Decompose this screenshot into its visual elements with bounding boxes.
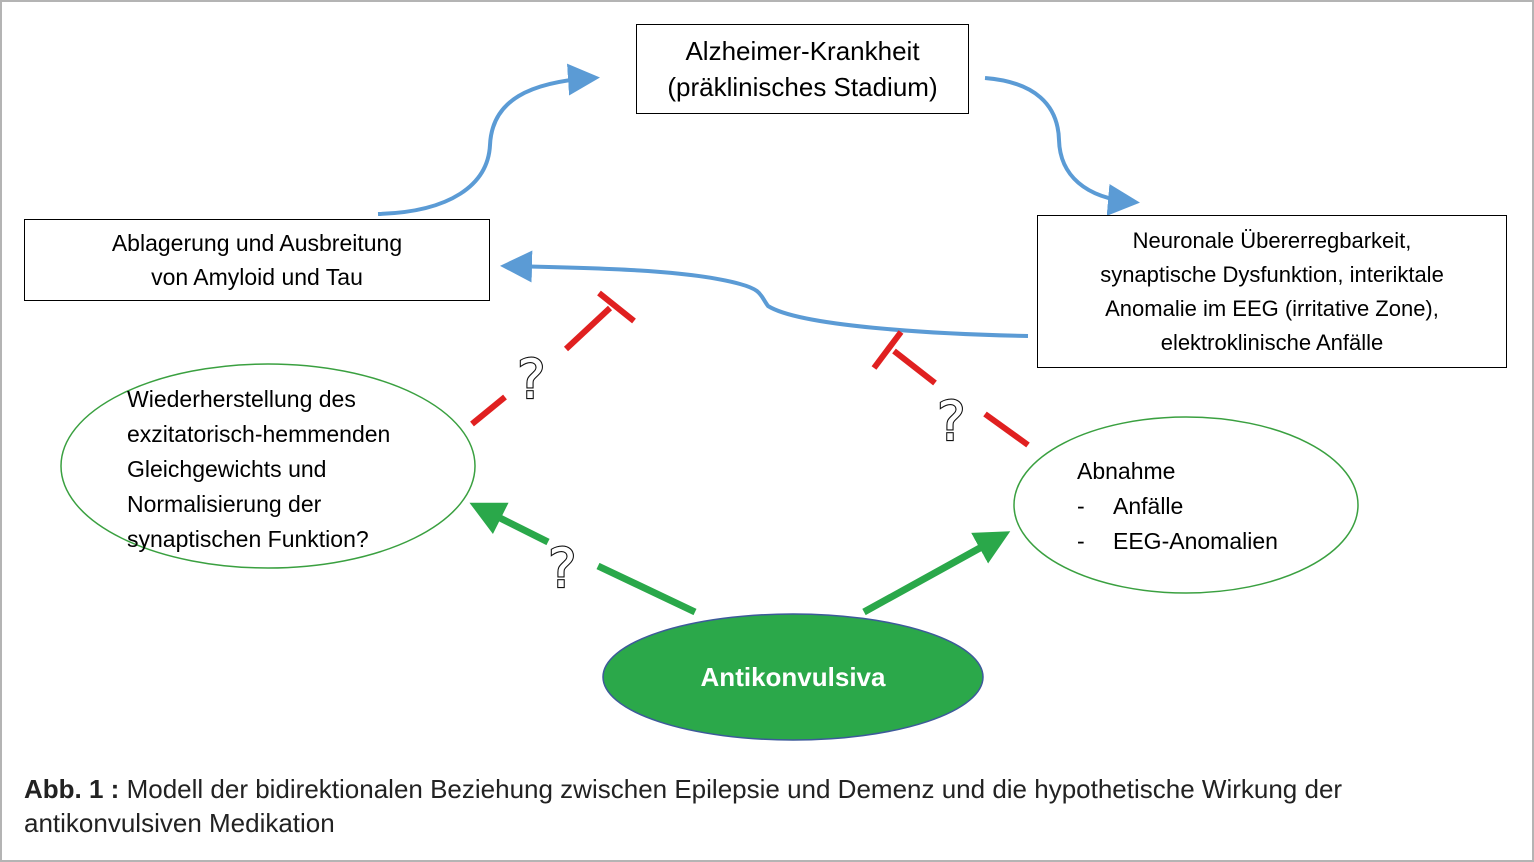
node-decrease-item: -EEG-Anomalien [1077, 524, 1278, 559]
node-restoration-line-4: Normalisierung der [127, 491, 322, 517]
arrow-antikonvulsiva-to-decrease [862, 531, 1011, 616]
arrow-alzheimer-to-neuronal [984, 76, 1140, 216]
node-neuronal-line-2: synaptische Dysfunktion, interiktale [1100, 261, 1444, 287]
caption-label: Abb. 1 : [24, 774, 120, 804]
node-restoration-text: Wiederherstellung des exzitatorisch-hemm… [127, 382, 390, 557]
question-mark-icon: ? [937, 390, 966, 453]
node-neuronal: Neuronale Übererregbarkeit, synaptische … [1037, 215, 1507, 368]
restoration-ellipse [60, 363, 476, 569]
arrow-neuronal-to-amyloid [500, 250, 1029, 338]
node-neuronal-line-3: Anomalie im EEG (irritative Zone), [1105, 295, 1439, 321]
node-neuronal-line-1: Neuronale Übererregbarkeit, [1132, 227, 1412, 253]
node-decrease-title: Abnahme [1077, 458, 1176, 484]
node-alzheimer: Alzheimer-Krankheit (präklinisches Stadi… [636, 24, 969, 114]
node-decrease-text: Abnahme -Anfälle -EEG-Anomalien [1077, 454, 1278, 559]
inhibition-left [470, 290, 636, 427]
node-restoration-line-1: Wiederherstellung des [127, 386, 356, 412]
question-mark-icon: ? [517, 348, 546, 411]
bullet-dash: - [1077, 528, 1085, 554]
node-restoration-line-3: Gleichgewichts und [127, 456, 327, 482]
node-decrease-item: -Anfälle [1077, 489, 1278, 524]
arrow-antikonvulsiva-to-restoration [486, 508, 697, 616]
node-alzheimer-line-1: Alzheimer-Krankheit [685, 36, 920, 66]
bullet-dash: - [1077, 493, 1085, 519]
node-restoration-line-2: exzitatorisch-hemmenden [127, 421, 391, 447]
inhibition-right [871, 330, 1030, 448]
node-amyloid-line-2: von Amyloid und Tau [151, 264, 363, 290]
figure-caption: Abb. 1 : Modell der bidirektionalen Bezi… [24, 772, 1484, 840]
arrow-head-restoration [469, 502, 509, 535]
antikonvulsiva-label: Antikonvulsiva [701, 662, 886, 692]
node-neuronal-line-4: elektroklinische Anfälle [1160, 329, 1384, 355]
node-alzheimer-line-2: (präklinisches Stadium) [667, 72, 938, 102]
node-restoration-line-5: synaptischen Funktion? [127, 526, 369, 552]
node-amyloid: Ablagerung und Ausbreitung von Amyloid u… [24, 219, 490, 301]
caption-text: Modell der bidirektionalen Beziehung zwi… [24, 774, 1343, 838]
arrow-amyloid-to-alzheimer [377, 63, 600, 216]
antikonvulsiva-ellipse [602, 613, 984, 741]
node-amyloid-line-1: Ablagerung und Ausbreitung [111, 230, 403, 256]
question-mark-icon: ? [548, 537, 577, 600]
decrease-ellipse [1013, 416, 1359, 594]
